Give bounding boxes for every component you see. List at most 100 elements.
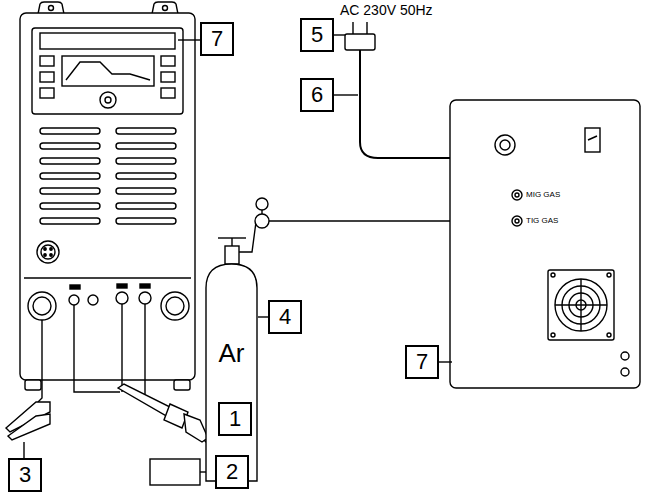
mains-plug-part	[345, 34, 375, 50]
mains-plug-part	[334, 94, 358, 95]
front-machine-part	[44, 248, 46, 250]
front-machine-part	[33, 297, 51, 315]
back-machine-part	[439, 361, 452, 362]
front-machine-part	[49, 6, 54, 11]
front-machine-part	[50, 248, 52, 250]
callout-number: 7	[416, 351, 428, 373]
front-machine-part	[66, 62, 150, 80]
tig-torch-part	[144, 304, 145, 398]
callout-number: 2	[226, 461, 238, 483]
gas-cylinder: Ar	[205, 262, 258, 482]
callout-box: 7	[405, 345, 439, 379]
front-machine-part	[40, 158, 100, 164]
tig-torch-part	[74, 305, 120, 392]
front-machine-part	[117, 284, 127, 288]
port-label: TIG GAS	[526, 217, 558, 225]
mains-label: AC 230V 50Hz	[340, 3, 433, 17]
back-machine-part	[607, 273, 611, 277]
front-machine-part	[40, 56, 54, 66]
front-machine-part	[40, 33, 175, 49]
back-machine-part	[495, 135, 515, 155]
mains-plug-part	[352, 22, 353, 34]
front-machine-part	[140, 284, 150, 288]
back-machine-part	[548, 270, 614, 340]
cylinder-outline	[205, 262, 258, 482]
back-machine-part	[621, 368, 629, 376]
front-machine-part	[116, 218, 176, 224]
front-machine-part	[24, 277, 191, 278]
front-machine-part	[40, 173, 100, 179]
back-machine-part	[621, 352, 629, 360]
front-machine-part	[161, 56, 175, 66]
ground-clamp-part	[8, 414, 50, 440]
callout-box: 7	[200, 22, 234, 56]
front-machine-part	[116, 128, 176, 134]
callout-box: 4	[268, 300, 302, 334]
back-machine-part	[512, 190, 522, 200]
gas-cylinder-valve-part	[255, 214, 269, 228]
tig-torch-part	[184, 414, 208, 442]
back-machine-part	[512, 216, 522, 226]
front-machine-part	[50, 254, 52, 256]
front-machine-part	[174, 380, 190, 390]
front-machine-part	[163, 6, 168, 11]
tig-torch	[74, 304, 218, 448]
back-machine-part	[515, 193, 519, 197]
callout-number: 1	[229, 408, 241, 430]
front-machine-part	[116, 203, 176, 209]
callout-box: 5	[300, 18, 334, 52]
front-machine-part	[166, 297, 184, 315]
front-machine-part	[70, 285, 80, 289]
tig-torch-part	[121, 304, 122, 392]
ground-clamp-part	[23, 442, 24, 458]
back-machine-part	[551, 273, 555, 277]
front-machine-part	[40, 88, 54, 98]
front-machine	[20, 2, 195, 390]
leader-line	[258, 316, 268, 317]
front-machine-part	[25, 380, 41, 390]
front-machine-part	[116, 158, 176, 164]
callout-box: 1	[218, 402, 252, 436]
front-machine-part	[152, 2, 178, 14]
front-machine-part	[88, 295, 98, 305]
workpiece-part	[150, 459, 200, 485]
back-machine-part	[450, 100, 640, 388]
callout-number: 7	[211, 28, 223, 50]
front-machine-part	[20, 13, 195, 380]
front-machine-part	[116, 188, 176, 194]
front-machine-part	[40, 72, 54, 82]
callout-box: 3	[8, 458, 42, 492]
front-machine-part	[139, 292, 151, 304]
front-machine-part	[100, 92, 116, 108]
back-machine-part	[585, 128, 600, 152]
back-machine-part	[555, 279, 607, 331]
gas-cylinder-valve-part	[225, 246, 239, 264]
front-machine-part	[105, 97, 111, 103]
cylinder-body	[206, 264, 257, 481]
back-machine-part	[500, 140, 510, 150]
front-machine-part	[40, 203, 100, 209]
ground-clamp	[6, 320, 50, 458]
callout-number: 5	[311, 24, 323, 46]
front-machine-part	[161, 88, 175, 98]
front-machine-part	[62, 56, 154, 86]
back-machine-part	[607, 333, 611, 337]
gas-cylinder-valve-part	[239, 222, 256, 252]
port-label: MIG GAS	[526, 191, 560, 199]
ground-clamp-part	[38, 320, 42, 402]
callout-number: 4	[279, 306, 291, 328]
front-machine-part	[28, 292, 56, 320]
front-leader	[178, 39, 200, 40]
gas-cylinder-valve-part	[256, 198, 268, 210]
back-machine-part	[551, 333, 555, 337]
gas-label: Ar	[205, 340, 258, 366]
callout-number: 3	[19, 464, 31, 486]
back-machine-part	[588, 136, 597, 140]
gas-cylinder-valve-part	[231, 238, 232, 246]
front-machine-part	[116, 292, 128, 304]
front-machine-part	[40, 143, 100, 149]
back-machine-part	[580, 279, 581, 331]
